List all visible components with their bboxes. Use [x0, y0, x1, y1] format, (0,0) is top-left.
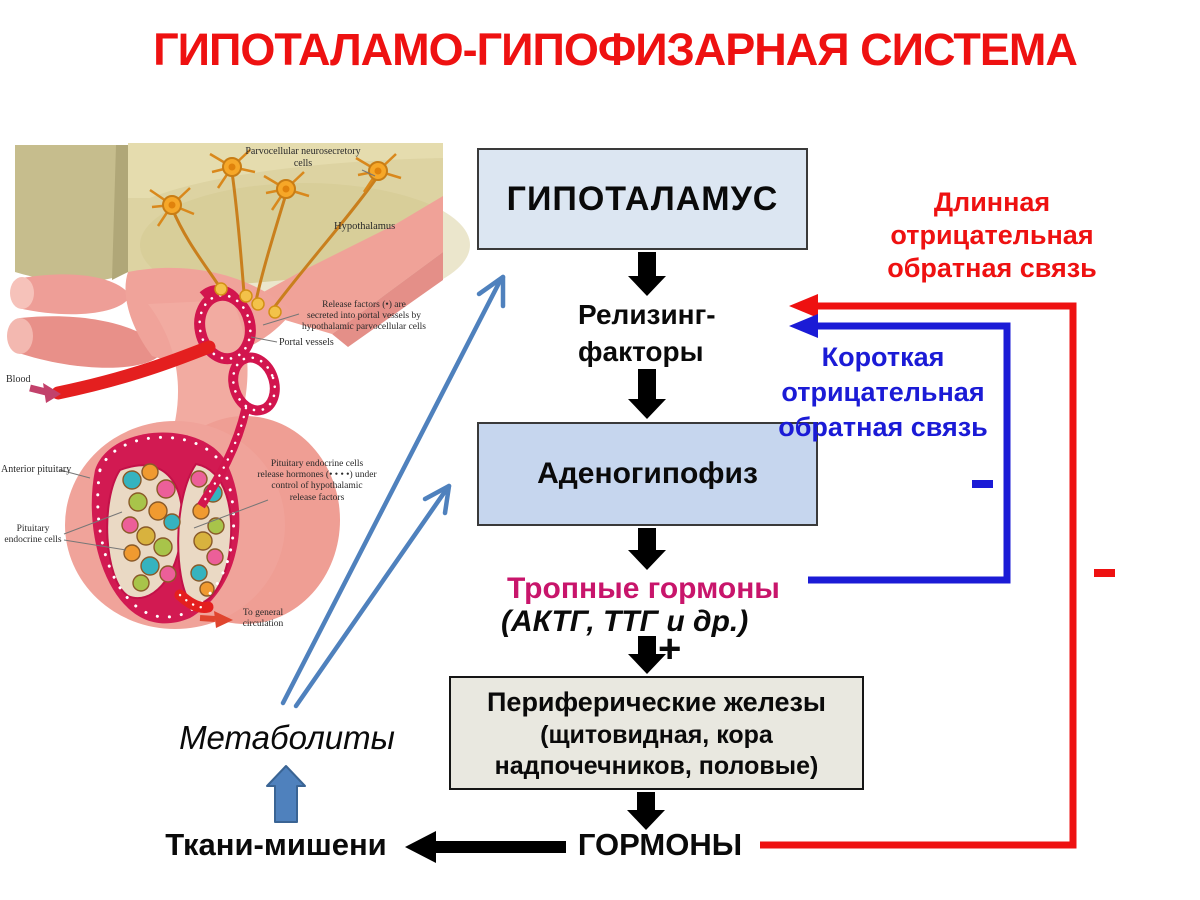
short-feedback-minus — [972, 480, 993, 488]
artery-in — [51, 340, 216, 400]
plus-sign: + — [658, 627, 682, 671]
short-feedback-path — [789, 314, 1011, 584]
short-feedback-line1: Короткая — [821, 342, 945, 372]
short-feedback-label: Короткая отрицательная обратная связь — [762, 340, 1004, 445]
metabolites-label: Метаболиты — [179, 719, 395, 756]
long-feedback-line3: обратная связь — [887, 253, 1097, 283]
arrow-adenohypophysis-to-tropic — [628, 528, 666, 570]
anterior-pituitary-label: Anterior pituitary — [1, 464, 72, 475]
long-feedback-arrowhead — [789, 294, 818, 318]
parvocellular-line1: Parvocellular neurosecretory — [245, 146, 361, 157]
endocrine-release-line3: control of hypothalamic — [271, 481, 363, 492]
short-feedback-line3: обратная связь — [778, 412, 988, 442]
pituitary-endocrine-label: Pituitary endocrine cells — [2, 524, 64, 546]
releasing-factors-label: Релизинг- факторы — [578, 296, 716, 370]
releasing-factors-line1: Релизинг- — [578, 299, 716, 330]
long-feedback-line2: отрицательная — [890, 220, 1094, 250]
label-pointer-lines — [59, 169, 376, 551]
release-factors-line1: Release factors (•) are — [322, 300, 406, 310]
tropic-hormones-label: Тропные гормоны — [507, 572, 780, 605]
pituitary-endocrine-line1: Pituitary — [16, 524, 50, 534]
neuron-axons — [170, 171, 380, 310]
tropic-hormones-note: (АКТГ, ТТГ и др.) — [501, 605, 749, 638]
to-general-line2: circulation — [242, 619, 284, 630]
peripheral-glands-line3: надпочечников, половые) — [494, 751, 819, 780]
arrow-peripheral-to-hormones — [627, 792, 665, 830]
long-feedback-minus — [1094, 569, 1115, 577]
blood-arrow — [43, 383, 61, 403]
to-general-circulation-label: To general circulation — [237, 608, 289, 630]
arrow-hormones-to-targets — [405, 831, 566, 863]
endocrine-release-label: Pituitary endocrine cells release hormon… — [252, 459, 382, 504]
metabolites-up-arrow — [266, 765, 306, 823]
slide-title: ГИПОТАЛАМО-ГИПОФИЗАРНАЯ СИСТЕМА — [153, 24, 1078, 75]
peripheral-glands-line2: (щитовидная, кора — [540, 720, 773, 749]
release-factors-label: Release factors (•) are secreted into po… — [298, 300, 430, 334]
peripheral-glands-line1: Периферические железы — [487, 686, 826, 717]
arrow-tropic-to-peripheral — [628, 636, 666, 674]
to-general-line1: To general — [242, 608, 284, 618]
hypothalamus-box: ГИПОТАЛАМУС — [477, 148, 808, 250]
release-factors-line3: hypothalamic parvocellular cells — [302, 322, 426, 333]
blood-label: Blood — [6, 374, 31, 385]
hypothalamus-box-label: ГИПОТАЛАМУС — [506, 179, 779, 218]
adenohypophysis-box: Аденогипофиз — [477, 422, 818, 526]
long-feedback-label: Длинная отрицательная обратная связь — [872, 186, 1112, 285]
flow-arrows — [405, 252, 666, 863]
pituitary-endocrine-line2: endocrine cells — [4, 535, 62, 546]
short-feedback-line2: отрицательная — [781, 377, 985, 407]
metabolite-feedback-arrows — [280, 274, 506, 709]
hormones-label: ГОРМОНЫ — [577, 827, 743, 862]
anatomy-illustration — [7, 143, 470, 629]
target-tissues-label: Ткани-мишени — [165, 827, 387, 862]
arrow-releasing-to-adenohypophysis — [628, 369, 666, 419]
endocrine-cells — [121, 463, 225, 597]
long-feedback-path — [760, 294, 1115, 849]
parvocellular-label: Parvocellular neurosecretory cells — [237, 146, 369, 170]
long-feedback-line1: Длинная — [933, 187, 1051, 217]
adenohypophysis-box-label: Аденогипофиз — [537, 457, 758, 490]
axon-terminals — [214, 282, 282, 319]
vessel-out — [174, 589, 214, 613]
portal-vessels-label: Portal vessels — [279, 337, 334, 348]
to-circulation-arrow — [214, 611, 233, 628]
arrow-hypothalamus-to-releasing — [628, 252, 666, 296]
short-feedback-arrowhead — [789, 314, 818, 338]
peripheral-glands-box: Периферические железы (щитовидная, кора … — [449, 676, 864, 790]
releasing-factors-line2: факторы — [578, 336, 704, 367]
release-factors-line2: secreted into portal vessels by — [307, 311, 421, 322]
parvocellular-line2: cells — [293, 157, 313, 169]
hypothalamus-anat-label: Hypothalamus — [334, 221, 396, 232]
endocrine-release-line1: Pituitary endocrine cells — [270, 459, 364, 469]
endocrine-release-line2: release hormones (• • • •) under — [257, 470, 377, 481]
endocrine-release-line4: release factors — [289, 492, 345, 503]
